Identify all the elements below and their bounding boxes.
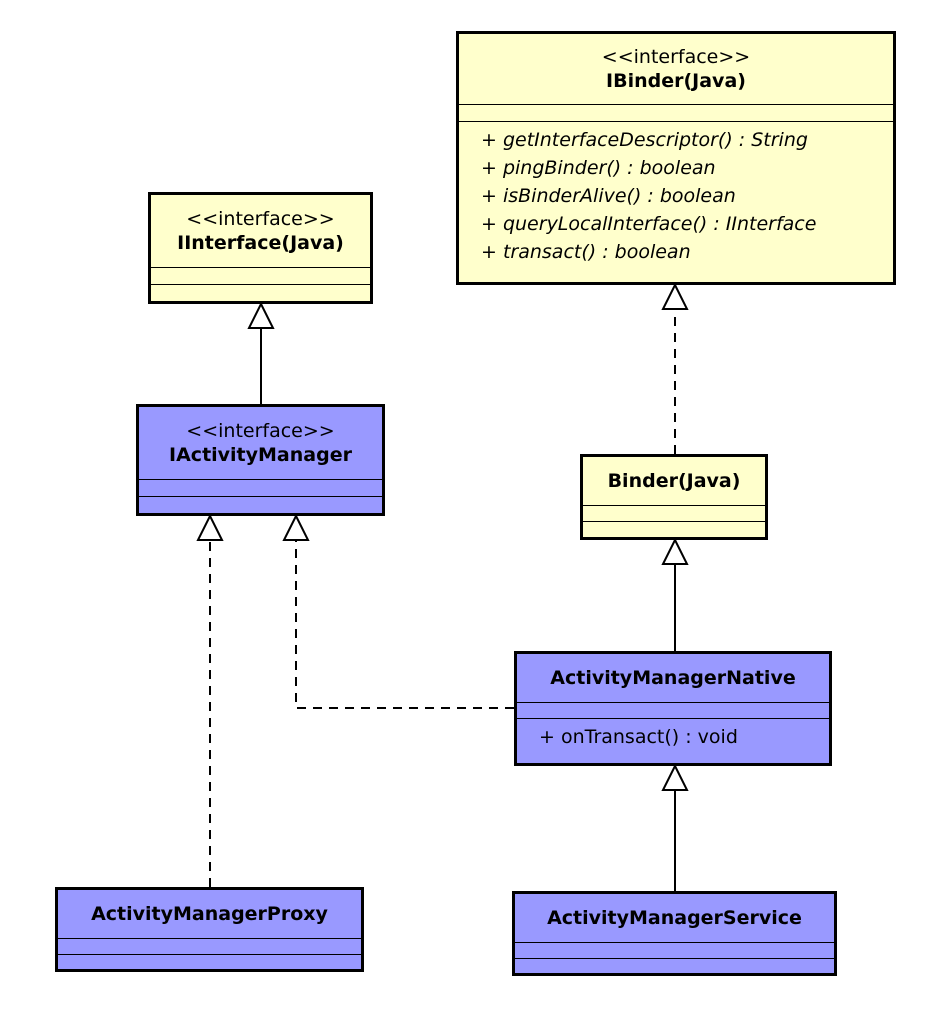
class-name: Binder(Java) — [607, 470, 741, 492]
class-ibinder[interactable]: <<interface>> IBinder(Java) + getInterfa… — [456, 31, 896, 285]
operations-compartment: + onTransact() : void — [517, 718, 829, 763]
hollow-arrowhead — [661, 537, 689, 565]
class-activitymanagerservice[interactable]: ActivityManagerService — [512, 891, 837, 976]
operations-compartment — [583, 521, 765, 537]
class-activitymanagerproxy[interactable]: ActivityManagerProxy — [55, 887, 364, 972]
class-name: ActivityManagerNative — [550, 667, 796, 689]
hollow-arrowhead — [661, 282, 689, 310]
class-binder[interactable]: Binder(Java) — [580, 454, 768, 540]
hollow-arrowhead — [282, 513, 310, 541]
attributes-compartment — [58, 938, 361, 954]
class-header: ActivityManagerNative — [517, 654, 829, 702]
stereotype-label: <<interface>> — [186, 420, 335, 442]
class-activitymanagernative[interactable]: ActivityManagerNative + onTransact() : v… — [514, 651, 832, 766]
class-iactivitymanager[interactable]: <<interface>> IActivityManager — [136, 404, 385, 516]
operation: + transact() : boolean — [481, 241, 691, 263]
operation: + isBinderAlive() : boolean — [481, 185, 736, 207]
attributes-compartment — [459, 104, 893, 121]
operations-compartment — [151, 284, 370, 301]
attributes-compartment — [517, 702, 829, 718]
attributes-compartment — [151, 267, 370, 284]
hollow-arrowhead — [247, 301, 275, 329]
class-header: <<interface>> IBinder(Java) — [459, 34, 893, 104]
class-iinterface[interactable]: <<interface>> IInterface(Java) — [148, 192, 373, 304]
attributes-compartment — [515, 942, 834, 958]
operation: + pingBinder() : boolean — [481, 157, 716, 179]
class-name: IActivityManager — [169, 444, 352, 466]
class-header: ActivityManagerService — [515, 894, 834, 942]
operation: + onTransact() : void — [539, 726, 738, 748]
hollow-arrowhead — [196, 513, 224, 541]
class-header: <<interface>> IInterface(Java) — [151, 195, 370, 267]
class-name: ActivityManagerService — [547, 907, 802, 929]
class-name: IInterface(Java) — [177, 232, 344, 254]
attributes-compartment — [583, 505, 765, 521]
realization-edge — [295, 540, 514, 709]
stereotype-label: <<interface>> — [601, 46, 751, 68]
operations-compartment — [139, 496, 382, 513]
operations-compartment: + getInterfaceDescriptor() : String + pi… — [459, 121, 893, 282]
class-header: Binder(Java) — [583, 457, 765, 505]
operation: + getInterfaceDescriptor() : String — [481, 129, 808, 151]
operation: + queryLocalInterface() : IInterface — [481, 213, 817, 235]
class-header: ActivityManagerProxy — [58, 890, 361, 938]
class-header: <<interface>> IActivityManager — [139, 407, 382, 479]
class-name: IBinder(Java) — [606, 70, 746, 92]
class-name: ActivityManagerProxy — [91, 903, 328, 925]
stereotype-label: <<interface>> — [186, 208, 335, 230]
attributes-compartment — [139, 479, 382, 496]
operations-compartment — [58, 954, 361, 969]
operations-compartment — [515, 958, 834, 973]
hollow-arrowhead — [661, 763, 689, 791]
